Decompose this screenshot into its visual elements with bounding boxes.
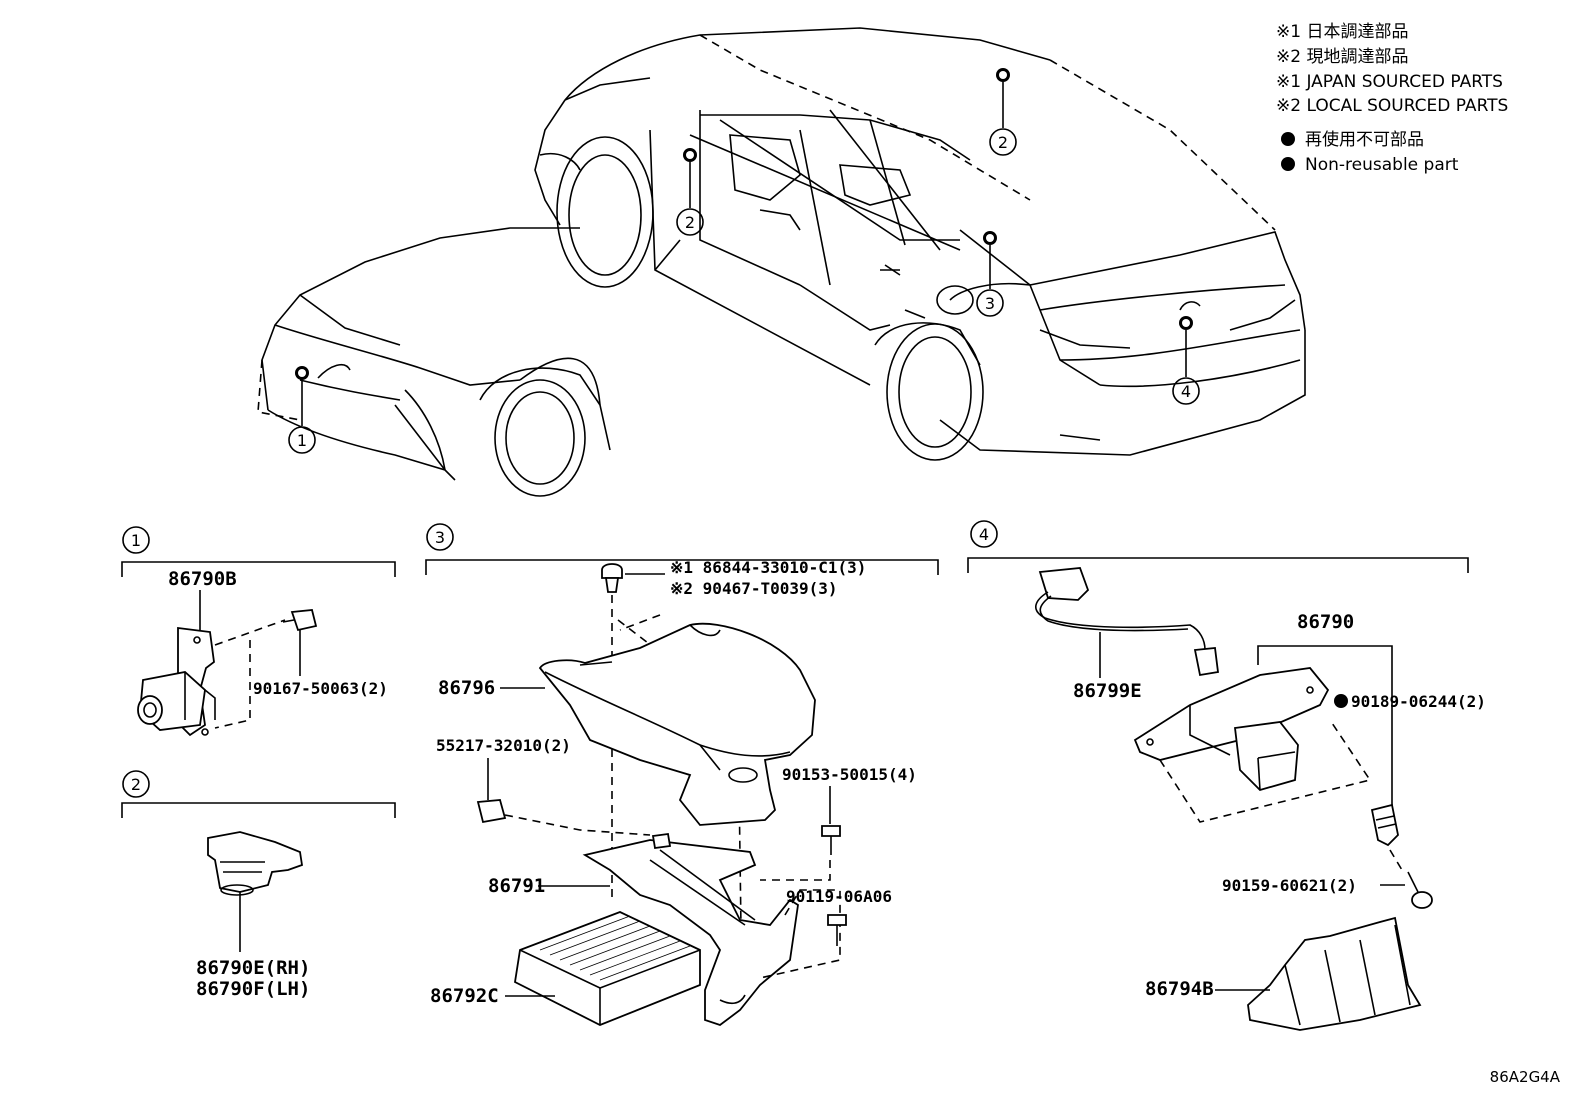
non-reusable-dot-icon [1281,132,1295,146]
section-1: 1 86790B 90167-50063(2) [121,526,396,737]
part-90467-T0039: ※2 90467-T0039(3) [670,579,838,598]
section-4: 4 86799E 86790 90189-06244(2) 90159-6062… [967,520,1486,1031]
callout-4: 4 [1181,382,1191,401]
part-86790: 86790 [1297,611,1354,633]
callout-circle-4 [1172,377,1200,405]
legend: ※1 日本調達部品 ※2 現地調達部品 ※1 JAPAN SOURCED PAR… [1276,22,1508,175]
part-86792C: 86792C [430,985,499,1007]
callout-circle-1 [288,426,316,454]
section-3-number: 3 [435,528,445,547]
car-rear-view [534,27,1306,461]
part-86791: 86791 [488,875,545,897]
callout-circle-3 [976,289,1004,317]
section-2-number: 2 [131,775,141,794]
part-90153-50015: 90153-50015(4) [782,765,917,784]
part-90119-06A06: 90119-06A06 [786,887,892,906]
part-90189-06244: 90189-06244(2) [1351,692,1486,711]
part-86790E-RH: 86790E(RH) [196,957,310,979]
legend-line-4: ※2 LOCAL SOURCED PARTS [1276,96,1508,116]
callout-2b: 2 [998,133,1008,152]
legend-line-2: ※2 現地調達部品 [1276,47,1408,67]
part-90159-60621: 90159-60621(2) [1222,876,1357,895]
part-86799E: 86799E [1073,680,1142,702]
car-front-view [257,227,611,497]
car-callouts: 1 2 2 3 4 [288,68,1200,454]
section-3: 3 ※1 86844-33010-C1(3) ※2 90467-T0039(3)… [425,523,939,1027]
callout-circle-2b [989,128,1017,156]
callout-3: 3 [985,294,995,313]
part-86796: 86796 [438,677,495,699]
non-reusable-dot-icon [1334,694,1348,708]
callout-circle-2a [676,208,704,236]
callout-1: 1 [297,431,307,450]
part-86790F-LH: 86790F(LH) [196,978,310,1000]
legend-line-1: ※1 日本調達部品 [1276,22,1408,42]
part-55217-32010: 55217-32010(2) [436,736,571,755]
callout-2a: 2 [685,213,695,232]
part-86794B: 86794B [1145,978,1214,1000]
non-reusable-dot-icon [1281,157,1295,171]
diagram-id: 86A2G4A [1490,1068,1561,1086]
part-86844-33010-C1: ※1 86844-33010-C1(3) [670,558,866,577]
section-1-number: 1 [131,531,141,550]
legend-line-6: Non-reusable part [1305,155,1459,175]
legend-line-5: 再使用不可部品 [1305,129,1424,150]
ecu-fins [539,915,691,981]
section-2: 2 86790E(RH) 86790F(LH) [121,770,396,1000]
legend-line-3: ※1 JAPAN SOURCED PARTS [1276,72,1503,92]
part-86790B: 86790B [168,568,237,590]
section-4-number: 4 [979,525,989,544]
part-90167-50063: 90167-50063(2) [253,679,388,698]
